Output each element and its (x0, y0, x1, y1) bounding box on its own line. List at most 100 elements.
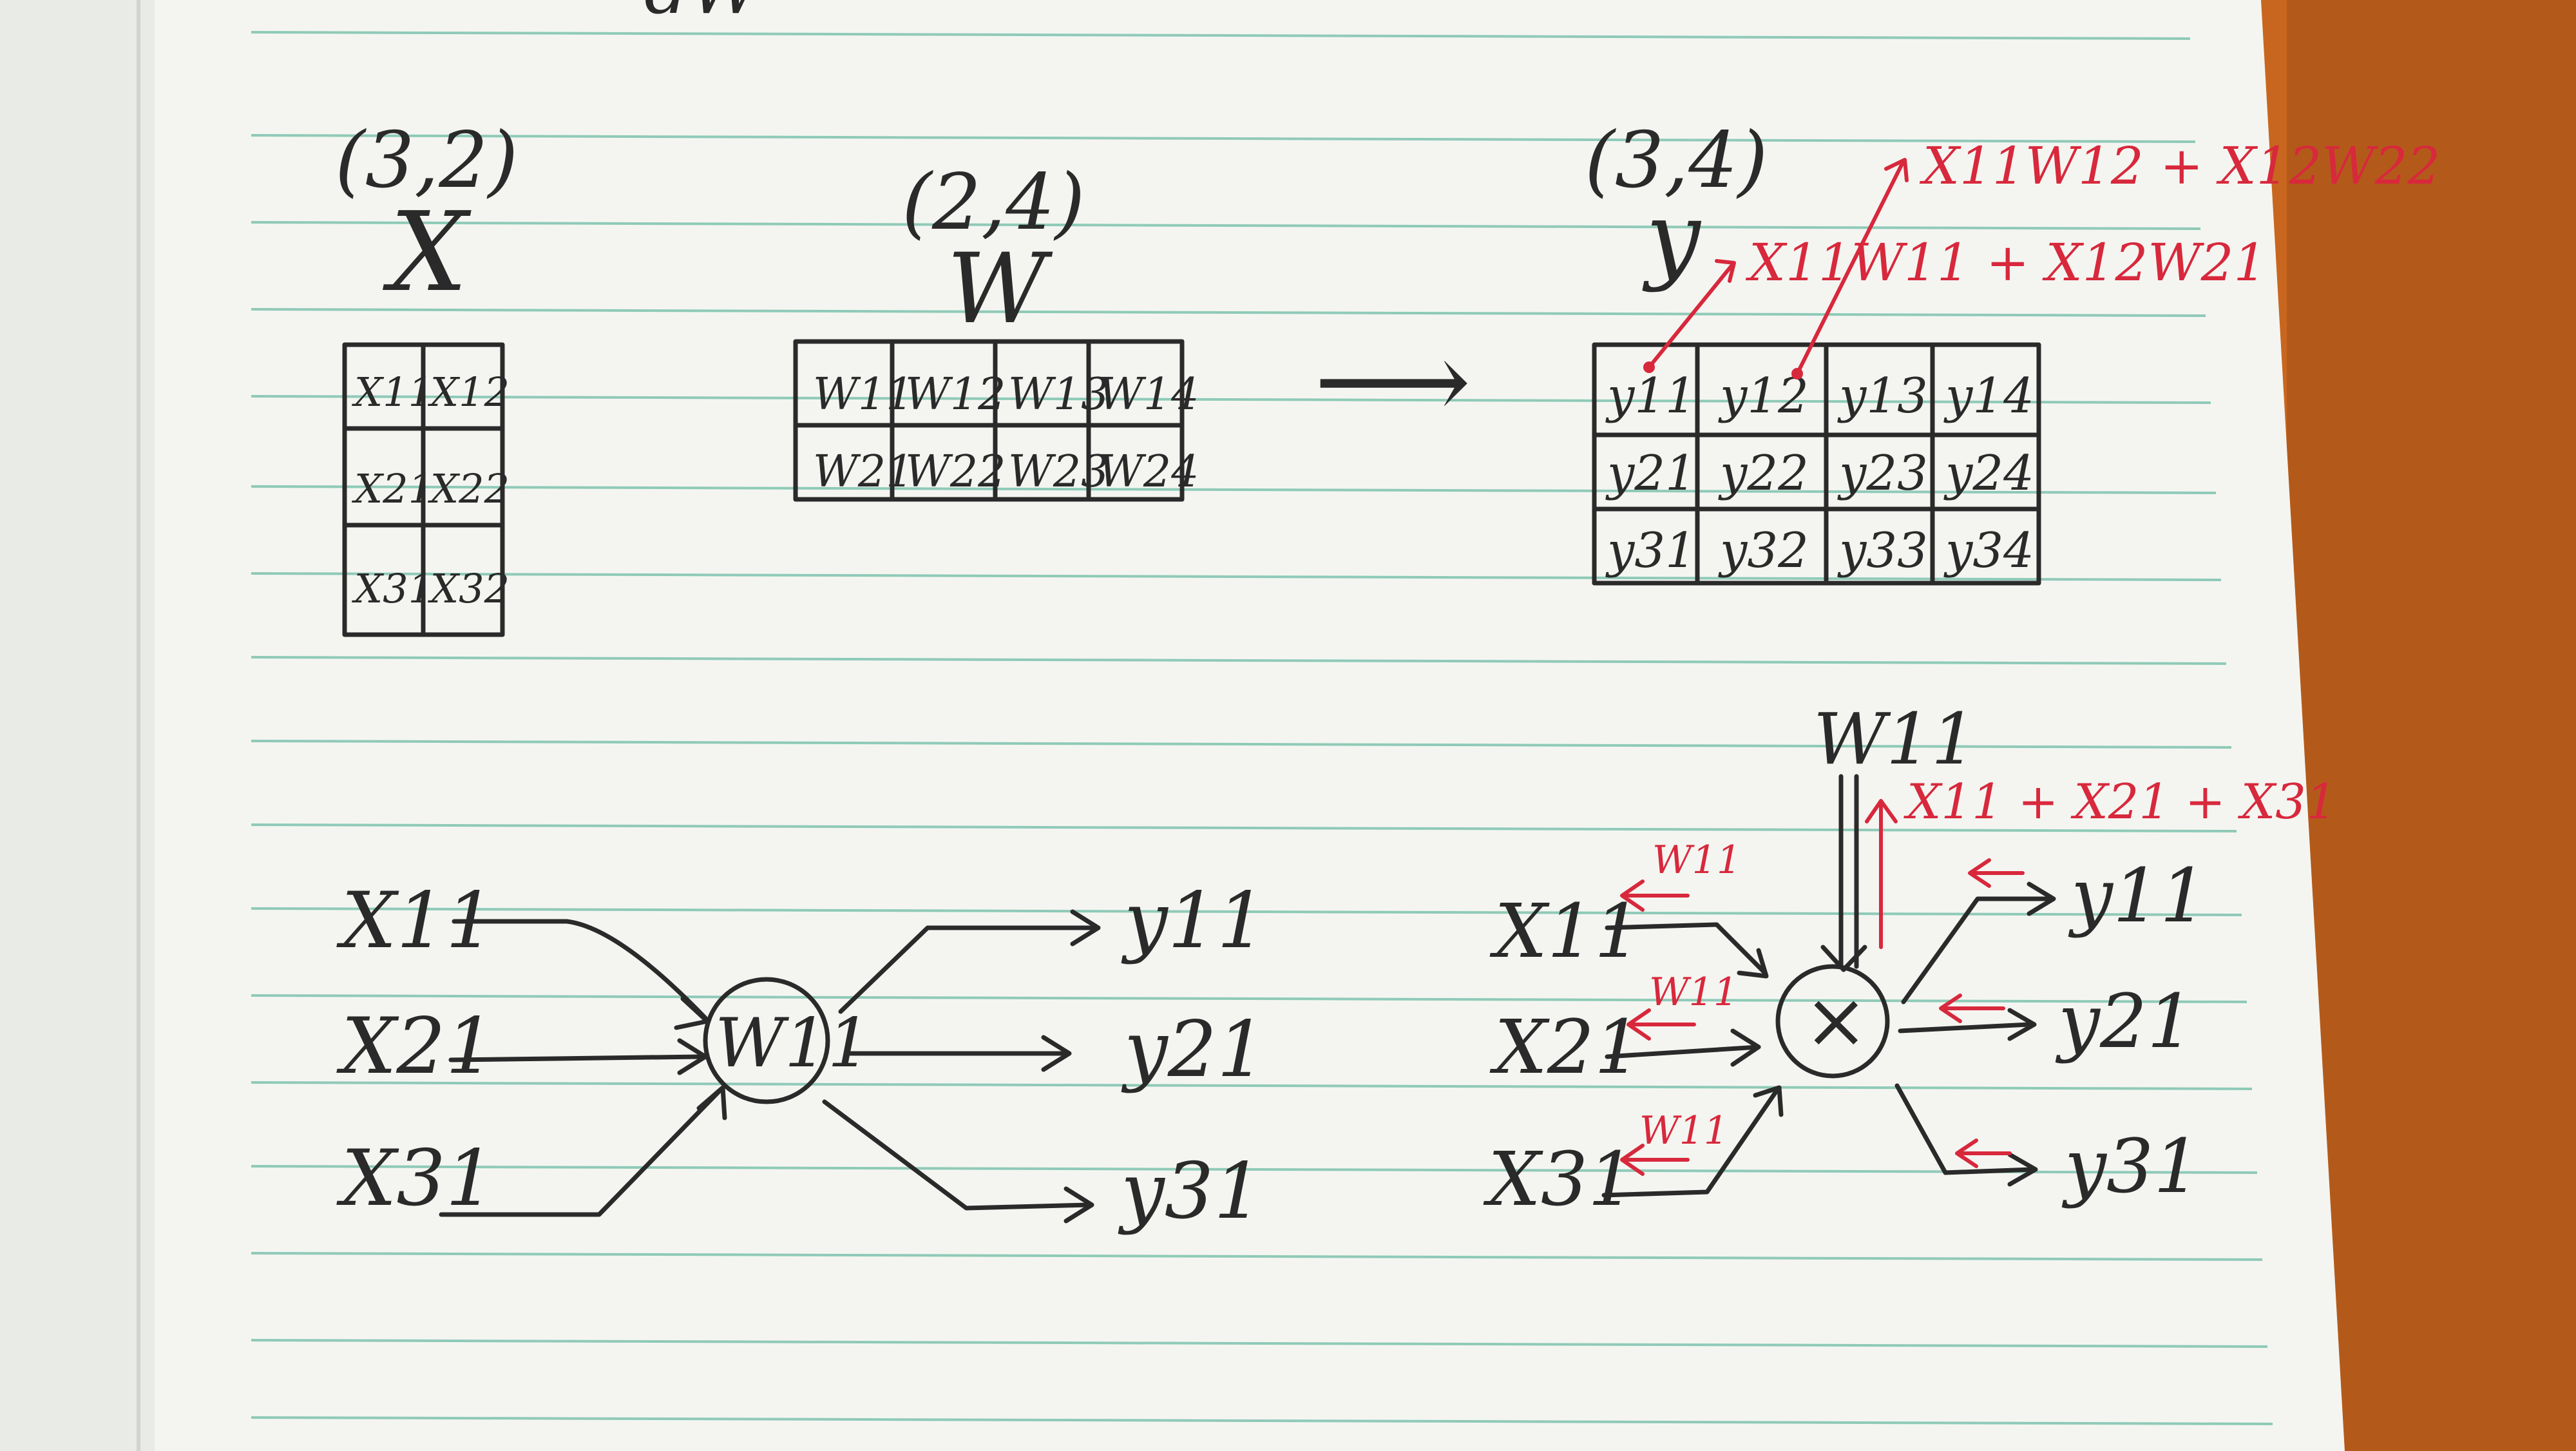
forward-output-label: y11 (1121, 876, 1266, 966)
backward-input-label: X31 (1483, 1137, 1635, 1223)
matrix-cell: X21 (352, 465, 434, 512)
arrow-head-icon (1968, 858, 1991, 888)
backward-node-circle (1775, 964, 1890, 1079)
arrow-head-icon (1865, 799, 1898, 823)
annotation-y11-formula: X11W11 + X12W21 (1745, 233, 2266, 293)
matrix-cell: W14 (1098, 369, 1199, 420)
backward-grad-sum: X11 + X21 + X31 (1903, 773, 2337, 830)
arrow-head-icon (696, 1085, 727, 1120)
matrix-y-name: y (1642, 182, 1702, 294)
top-fragment: dW (644, 0, 767, 30)
matrix-x-name: X (383, 189, 472, 316)
backward-input-grad: W11 (1649, 970, 1738, 1015)
ruled-line (251, 907, 2242, 916)
matrix-w-border (793, 339, 1185, 502)
matrix-cell: y24 (1943, 445, 2034, 501)
backward-output-label: y21 (2055, 979, 2194, 1065)
matrix-cell: W12 (905, 369, 1006, 420)
annotation-arrow-y11-head (1715, 259, 1736, 283)
forward-input-label: X31 (336, 1134, 495, 1224)
matrix-cell: y23 (1837, 445, 1928, 501)
matrix-cell: W11 (813, 369, 913, 420)
matrix-cell: X31 (352, 565, 434, 612)
matrix-cell: y22 (1718, 445, 1809, 501)
ruled-line (251, 1252, 2263, 1261)
ruled-line (251, 1339, 2268, 1348)
forward-edge-in-2 (448, 1054, 705, 1062)
arrow-head-icon (1627, 1008, 1651, 1041)
matrix-cell: y33 (1837, 522, 1928, 579)
arrow-head-icon (2007, 1008, 2037, 1041)
backward-input-grad: W11 (1652, 838, 1741, 883)
annotation-y12-formula: X11W12 + X12W22 (1919, 136, 2440, 196)
forward-graph: X11 X21 X31 W11 y11 y21 y31 (336, 876, 1266, 1236)
ruled-line (251, 1416, 2273, 1425)
forward-node-label: W11 (715, 1004, 871, 1082)
annotation-arrow-y12-head (1884, 158, 1909, 182)
arrow-head-icon (1753, 1085, 1784, 1117)
matrix-cell: W22 (905, 447, 1006, 497)
annotation-dot-y11 (1643, 361, 1655, 373)
result-arrow: ⟶ (1314, 318, 1471, 445)
arrow-head-icon (1730, 1028, 1761, 1067)
backward-edge-out-2 (1898, 1022, 2032, 1033)
matrix-cell: W21 (813, 447, 913, 497)
matrix-cell: X22 (428, 465, 510, 512)
backward-output-label: y11 (2068, 853, 2207, 939)
matrix-cell: y13 (1837, 367, 1928, 424)
arrow-head-icon (2007, 1152, 2038, 1187)
ruled-line (251, 485, 2217, 494)
arrow-head-icon (1620, 1144, 1645, 1176)
ruled-line (251, 823, 2237, 832)
forward-edge-out-1 (838, 925, 1098, 1014)
backward-input-label: X11 (1489, 889, 1641, 975)
backward-edge-in-1 (1605, 922, 1768, 975)
arrow-head-icon (1070, 909, 1101, 947)
arrow-head-icon (1620, 879, 1645, 912)
forward-edge-in-3 (439, 1086, 724, 1217)
annotation-arrow-y12 (1795, 159, 1905, 376)
matrix-w-name: W (947, 233, 1053, 345)
arrow-head-icon (2027, 881, 2056, 916)
backward-top-weight: W11 (1813, 698, 1976, 780)
arrow-head-icon (1939, 994, 1962, 1023)
matrix-cell: y21 (1605, 445, 1696, 501)
matrix-cell: W23 (1008, 447, 1109, 497)
matrix-cell: y11 (1605, 367, 1696, 424)
annotation-dot-y12 (1791, 368, 1803, 380)
backward-node-label: × (1804, 976, 1869, 1066)
matrix-cell: y34 (1943, 522, 2034, 579)
matrix-cell: W24 (1098, 447, 1199, 497)
arrow-head-icon (1064, 1186, 1094, 1224)
matrix-y-border (1592, 342, 2041, 586)
ruled-line (251, 1165, 2258, 1174)
ruled-line (251, 740, 2232, 749)
backward-edge-in-2 (1605, 1044, 1761, 1059)
backward-edge-out-1 (1901, 896, 2051, 1004)
arrow-head-icon (1041, 1035, 1072, 1072)
matrix-w-shape: (2,4) (902, 158, 1085, 247)
left-page (0, 0, 155, 1451)
forward-output-label: y21 (1121, 1005, 1266, 1095)
forward-input-label: X21 (336, 1002, 495, 1091)
ruled-line (251, 1081, 2253, 1090)
backward-input-grad: W11 (1639, 1108, 1728, 1153)
ruled-lines (251, 31, 2273, 1425)
arrow-head-icon (674, 996, 710, 1030)
ruled-line (251, 308, 2206, 317)
ruled-line (251, 395, 2211, 404)
matrix-x-shape: (3,2) (335, 116, 518, 206)
matrix-cell: y32 (1718, 522, 1809, 579)
desk-shadow (2287, 0, 2576, 1451)
backward-edge-in-3 (1601, 1086, 1780, 1198)
annotation-arrow-y11 (1647, 262, 1735, 369)
matrix-cell: W13 (1008, 369, 1109, 420)
forward-edge-out-3 (822, 1099, 1091, 1211)
forward-output-label: y31 (1118, 1147, 1263, 1236)
ruled-line (251, 134, 2196, 143)
backward-input-label: X21 (1489, 1004, 1641, 1091)
backward-output-label: y31 (2061, 1124, 2200, 1210)
matrix-cell: X12 (428, 369, 510, 416)
